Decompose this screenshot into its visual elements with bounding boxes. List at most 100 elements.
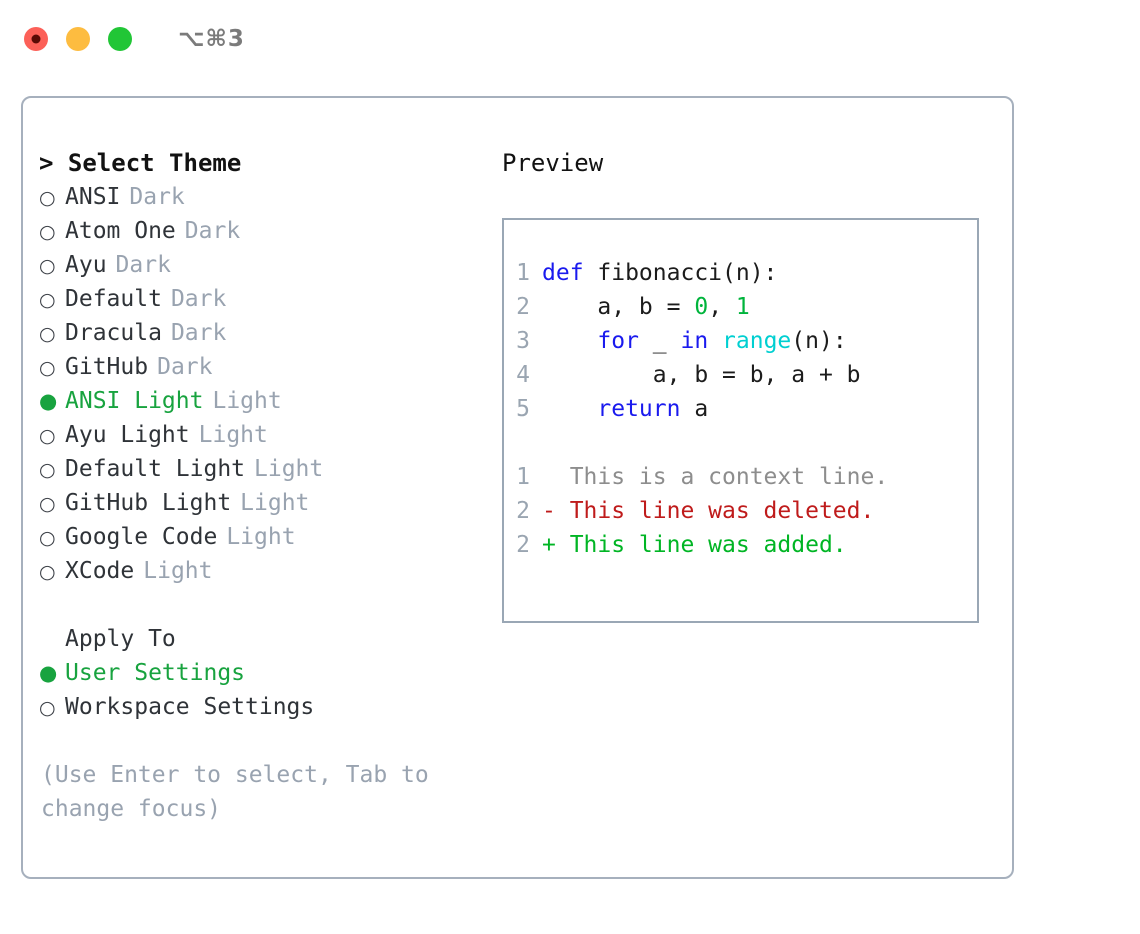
theme-kind-badge: Dark: [170, 286, 227, 312]
diff-line: 1 This is a context line.: [504, 460, 977, 494]
theme-name: ANSI: [65, 184, 121, 210]
apply-to-option-label: User Settings: [65, 660, 246, 686]
theme-list-item[interactable]: ○ GitHub Dark: [39, 350, 488, 384]
apply-to-option[interactable]: ○Workspace Settings: [39, 690, 488, 724]
code-diff-separator: [504, 426, 977, 460]
code-line: 2 a, b = 0, 1: [504, 290, 977, 324]
theme-name: GitHub Light: [65, 490, 232, 516]
code-token: def: [542, 260, 584, 286]
keyboard-hint: (Use Enter to select, Tab to change focu…: [41, 762, 429, 822]
code-text: for _ in range(n):: [542, 324, 846, 358]
diff-text-add: + This line was added.: [542, 532, 847, 558]
theme-kind-badge: Light: [240, 490, 310, 516]
page-title: > Select Theme: [39, 146, 488, 180]
code-token: in: [680, 328, 709, 354]
line-number: 2: [516, 294, 530, 320]
line-number: 3: [516, 328, 530, 354]
radio-unselected-icon: ○: [39, 255, 56, 277]
code-token: a, b =: [542, 294, 695, 320]
diff-text-del: - This line was deleted.: [542, 498, 875, 524]
window-controls: [24, 27, 132, 51]
radio-unselected-icon: ○: [39, 425, 56, 447]
theme-name: XCode: [65, 558, 135, 584]
theme-name: Default: [65, 286, 162, 312]
theme-name: GitHub: [65, 354, 149, 380]
radio-selected-icon: ●: [39, 389, 58, 413]
title-bar: ⌥⌘3: [0, 0, 1140, 78]
theme-kind-badge: Light: [212, 388, 282, 414]
code-token: ,: [708, 294, 736, 320]
code-line: 5 return a: [504, 392, 977, 426]
minimize-button[interactable]: [66, 27, 90, 51]
code-token: a: [680, 396, 709, 422]
code-token: [542, 328, 597, 354]
maximize-button[interactable]: [108, 27, 132, 51]
radio-unselected-icon: ○: [39, 357, 56, 379]
theme-kind-badge: Dark: [157, 354, 213, 380]
apply-to-list: ● User Settings ○Workspace Settings: [39, 656, 488, 724]
radio-unselected-icon: ○: [39, 493, 56, 515]
line-number: 5: [516, 396, 530, 422]
radio-unselected-icon: ○: [39, 187, 56, 209]
code-line: 4 a, b = b, a + b: [504, 358, 977, 392]
diff-line: 2 + This line was added.: [504, 528, 977, 562]
page-title-text: Select Theme: [67, 149, 242, 177]
apply-to-option[interactable]: ● User Settings: [39, 656, 488, 690]
diff-sample: 1 This is a context line. 2 - This line wa…: [504, 460, 977, 562]
code-token: _: [638, 328, 681, 354]
theme-kind-badge: Light: [143, 558, 213, 584]
apply-to-label: Apply To: [65, 626, 176, 652]
code-token: for: [597, 328, 639, 354]
radio-selected-icon: ●: [39, 661, 58, 685]
code-text: return a: [542, 392, 708, 426]
code-token: 0: [694, 294, 709, 320]
code-token: [708, 328, 722, 354]
code-text: a, b = b, a + b: [542, 358, 861, 392]
theme-list-item[interactable]: ○ GitHub Light Light: [39, 486, 488, 520]
code-token: 1: [735, 294, 750, 320]
preview-title: Preview: [502, 149, 604, 177]
line-number: 4: [516, 362, 530, 388]
radio-unselected-icon: ○: [39, 561, 56, 583]
code-line: 3 for _ in range(n):: [504, 324, 977, 358]
line-number: 2: [516, 498, 530, 524]
theme-name: Dracula: [65, 320, 162, 346]
code-text: a, b = 0, 1: [542, 290, 750, 324]
keyboard-shortcut-label: ⌥⌘3: [178, 26, 245, 52]
theme-list-item[interactable]: ○ XCode Light: [39, 554, 488, 588]
code-token: fibonacci(n):: [583, 260, 778, 286]
close-button[interactable]: [24, 27, 48, 51]
apply-to-option-label: Workspace Settings: [65, 694, 315, 720]
radio-unselected-icon: ○: [39, 527, 56, 549]
prompt-caret: >: [39, 149, 68, 177]
line-number: 2: [516, 532, 530, 558]
theme-kind-badge: Dark: [184, 218, 241, 244]
code-token: return: [597, 396, 681, 422]
theme-name: Ayu: [65, 252, 107, 278]
theme-name: Default Light: [65, 456, 246, 482]
theme-kind-badge: Dark: [129, 184, 185, 210]
theme-kind-badge: Light: [226, 524, 296, 550]
theme-list-item[interactable]: ○ ANSI Dark: [39, 180, 488, 214]
theme-kind-badge: Light: [254, 456, 324, 482]
code-token: [542, 396, 597, 422]
code-token: range: [722, 328, 792, 354]
theme-name: Atom One: [65, 218, 176, 244]
theme-kind-badge: Dark: [170, 320, 227, 346]
line-number: 1: [516, 464, 530, 490]
